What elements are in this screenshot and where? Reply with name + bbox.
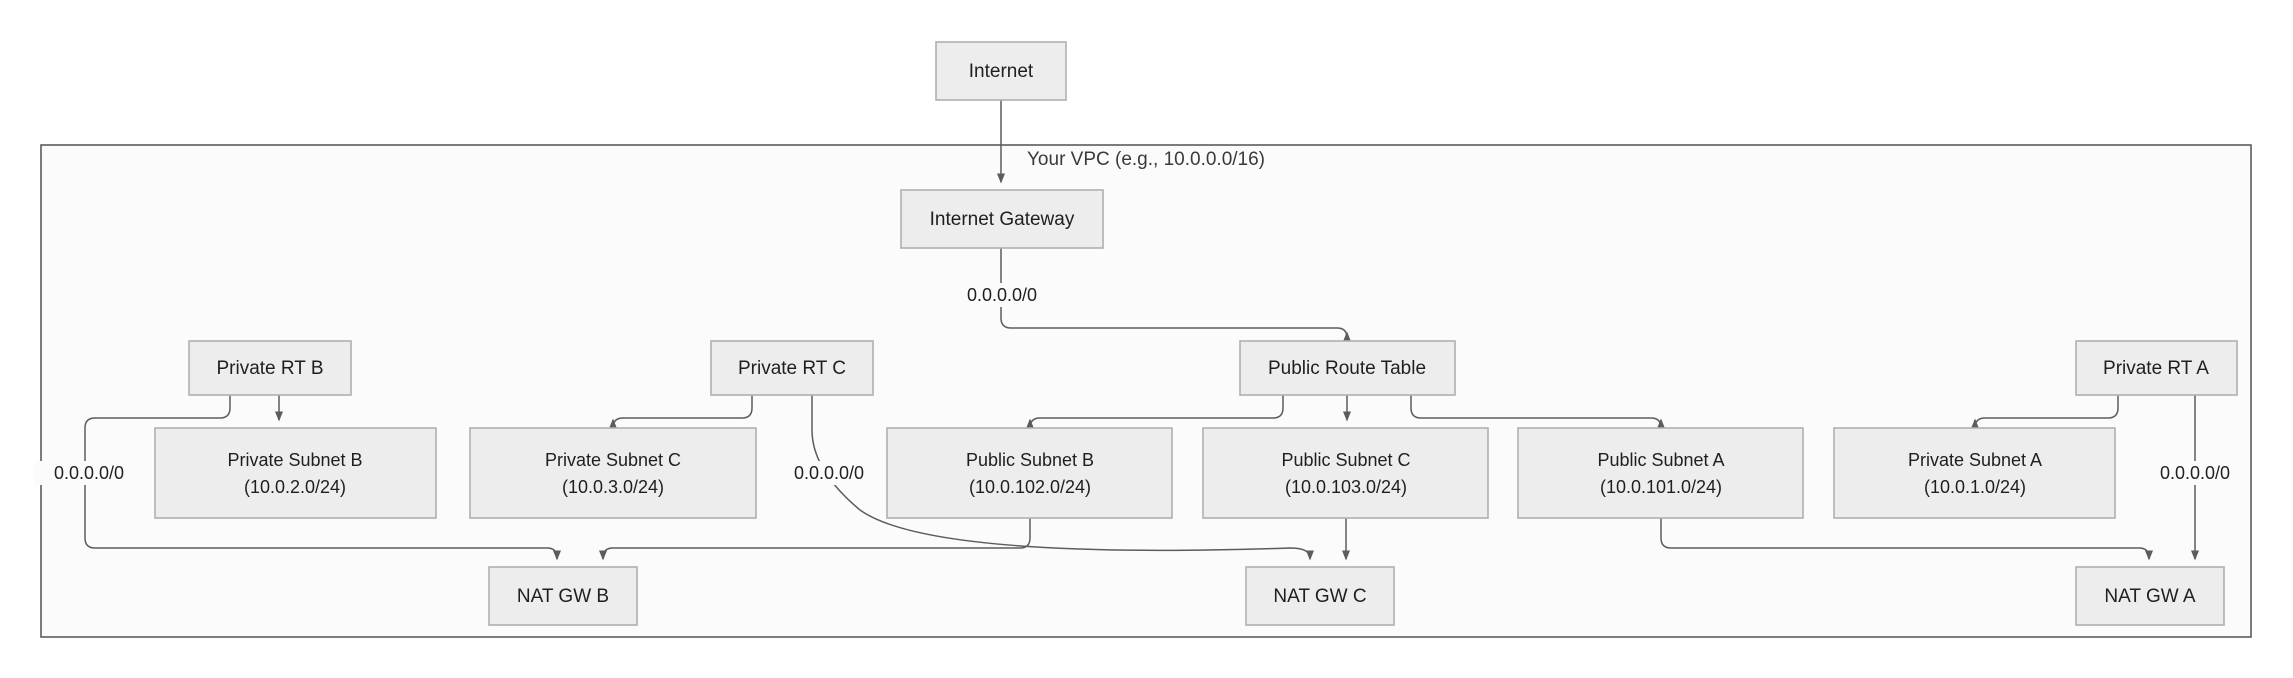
node-nat-gw-a[interactable]: NAT GW A xyxy=(2075,566,2225,626)
node-nat-gw-b-label: NAT GW B xyxy=(517,586,609,607)
node-public-subnet-b[interactable]: Public Subnet B (10.0.102.0/24) xyxy=(886,427,1173,519)
vpc-container: Your VPC (e.g., 10.0.0.0/16) xyxy=(40,144,2252,638)
node-private-subnet-b[interactable]: Private Subnet B (10.0.2.0/24) xyxy=(154,427,437,519)
vpc-boundary-rect xyxy=(40,144,2252,638)
node-public-subnet-c-cidr: (10.0.103.0/24) xyxy=(1285,477,1407,497)
node-nat-gw-c-rect[interactable] xyxy=(1245,566,1395,626)
node-layer: Internet Internet Gateway Public Route T… xyxy=(154,41,2238,626)
node-public-subnet-c[interactable]: Public Subnet C (10.0.103.0/24) xyxy=(1202,427,1489,519)
node-private-subnet-c-cidr: (10.0.3.0/24) xyxy=(562,477,664,497)
node-private-rt-c-rect[interactable] xyxy=(710,340,874,396)
node-nat-gw-b[interactable]: NAT GW B xyxy=(488,566,638,626)
node-public-route-table[interactable]: Public Route Table xyxy=(1239,340,1456,396)
node-public-subnet-a-cidr: (10.0.101.0/24) xyxy=(1600,477,1722,497)
edge-label-private-rt-b-to-nat-gw-b: 0.0.0.0/0 xyxy=(34,461,144,485)
vpc-label: Your VPC (e.g., 10.0.0.0/16) xyxy=(1027,149,1265,170)
node-private-rt-b-rect[interactable] xyxy=(188,340,352,396)
node-internet-rect[interactable] xyxy=(935,41,1067,101)
node-private-subnet-a-label: Private Subnet A xyxy=(1908,450,2042,470)
node-internet-label: Internet xyxy=(969,61,1034,82)
edge-label-layer: 0.0.0.0/0 0.0.0.0/0 0.0.0.0/0 0.0.0.0/0 xyxy=(34,283,2250,485)
node-private-rt-c[interactable]: Private RT C xyxy=(710,340,874,396)
node-internet-gateway-label: Internet Gateway xyxy=(930,209,1075,230)
edge-layer xyxy=(84,100,2199,561)
node-nat-gw-a-rect[interactable] xyxy=(2075,566,2225,626)
node-public-subnet-c-label: Public Subnet C xyxy=(1281,450,1410,470)
node-public-subnet-a-label: Public Subnet A xyxy=(1597,450,1724,470)
node-nat-gw-c[interactable]: NAT GW C xyxy=(1245,566,1395,626)
node-private-subnet-c[interactable]: Private Subnet C (10.0.3.0/24) xyxy=(469,427,757,519)
node-public-subnet-b-cidr: (10.0.102.0/24) xyxy=(969,477,1091,497)
node-private-subnet-a[interactable]: Private Subnet A (10.0.1.0/24) xyxy=(1833,427,2116,519)
node-internet-gateway-rect[interactable] xyxy=(900,189,1104,249)
edge-public-subnet-b-to-nat-gw-b xyxy=(599,518,1031,561)
svg-text:0.0.0.0/0: 0.0.0.0/0 xyxy=(967,285,1037,305)
edge-igw-to-public-rt xyxy=(1000,248,1351,342)
node-public-subnet-b-rect[interactable] xyxy=(886,427,1173,519)
node-public-route-table-label: Public Route Table xyxy=(1268,358,1426,379)
node-internet-gateway[interactable]: Internet Gateway xyxy=(900,189,1104,249)
node-private-subnet-b-cidr: (10.0.2.0/24) xyxy=(244,477,346,497)
node-private-subnet-b-rect[interactable] xyxy=(154,427,437,519)
node-public-subnet-b-label: Public Subnet B xyxy=(966,450,1094,470)
edge-label-private-rt-c-to-nat-gw-c: 0.0.0.0/0 xyxy=(774,461,884,485)
node-public-route-table-rect[interactable] xyxy=(1239,340,1456,396)
node-private-subnet-a-rect[interactable] xyxy=(1833,427,2116,519)
svg-text:0.0.0.0/0: 0.0.0.0/0 xyxy=(794,463,864,483)
edge-private-rt-a-to-subnet-a xyxy=(1971,395,2119,429)
node-private-subnet-c-rect[interactable] xyxy=(469,427,757,519)
node-private-subnet-a-cidr: (10.0.1.0/24) xyxy=(1924,477,2026,497)
svg-text:0.0.0.0/0: 0.0.0.0/0 xyxy=(2160,463,2230,483)
edge-label-igw-to-public-rt: 0.0.0.0/0 xyxy=(947,283,1057,307)
edge-public-rt-to-public-subnet-a xyxy=(1410,395,1665,429)
node-public-subnet-c-rect[interactable] xyxy=(1202,427,1489,519)
svg-text:0.0.0.0/0: 0.0.0.0/0 xyxy=(54,463,124,483)
edge-private-rt-c-to-subnet-c xyxy=(609,395,753,429)
node-nat-gw-b-rect[interactable] xyxy=(488,566,638,626)
node-nat-gw-a-label: NAT GW A xyxy=(2104,586,2195,607)
node-private-rt-b-label: Private RT B xyxy=(216,358,323,379)
node-internet[interactable]: Internet xyxy=(935,41,1067,101)
node-private-rt-a-label: Private RT A xyxy=(2103,358,2209,379)
node-nat-gw-c-label: NAT GW C xyxy=(1273,586,1366,607)
edge-public-subnet-a-to-nat-gw-a xyxy=(1660,518,2153,561)
node-private-subnet-c-label: Private Subnet C xyxy=(545,450,681,470)
edge-public-rt-to-public-subnet-b xyxy=(1026,395,1284,429)
node-private-rt-b[interactable]: Private RT B xyxy=(188,340,352,396)
node-private-rt-a[interactable]: Private RT A xyxy=(2075,340,2238,396)
edge-label-private-rt-a-to-nat-gw-a: 0.0.0.0/0 xyxy=(2140,461,2250,485)
node-private-rt-a-rect[interactable] xyxy=(2075,340,2238,396)
node-private-subnet-b-label: Private Subnet B xyxy=(227,450,362,470)
node-public-subnet-a[interactable]: Public Subnet A (10.0.101.0/24) xyxy=(1517,427,1804,519)
node-public-subnet-a-rect[interactable] xyxy=(1517,427,1804,519)
node-private-rt-c-label: Private RT C xyxy=(738,358,846,379)
